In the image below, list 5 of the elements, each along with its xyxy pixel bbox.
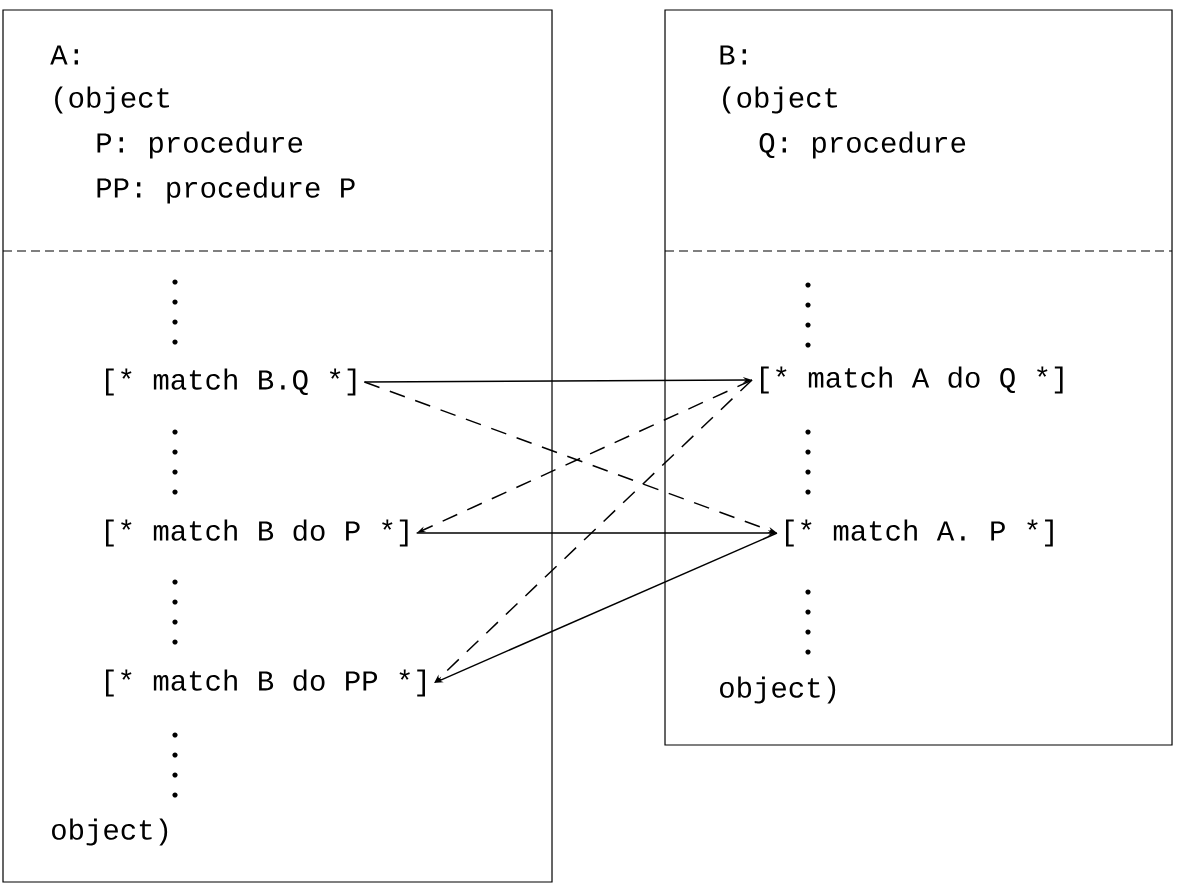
statement-text: [* match B do PP *] [106,669,425,697]
statement-text: [* match A do Q *] [761,366,1063,394]
statement-text: [* match B.Q *] [106,368,356,396]
statement-text: [* match A. P *] [786,519,1053,547]
statement-text: [* match B do P *] [106,519,408,547]
